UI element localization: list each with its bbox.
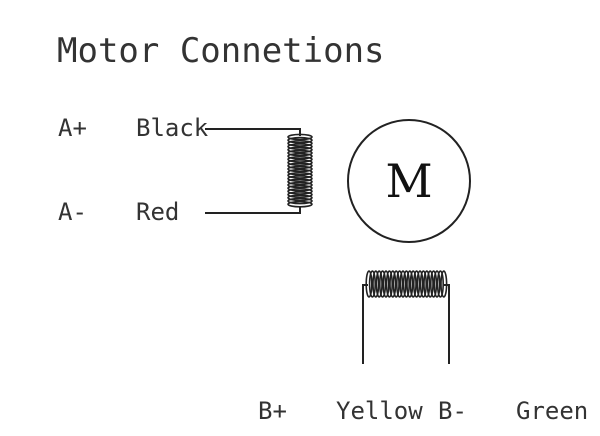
coil-a-turn	[287, 200, 313, 208]
coil-b-turn	[379, 270, 387, 298]
wire-red-label: Red	[136, 198, 179, 226]
terminal-a-minus-label: A-	[58, 198, 87, 226]
wire-b-plus	[362, 284, 368, 364]
coil-b-turn	[413, 270, 421, 298]
coil-a-turn	[287, 191, 313, 198]
coil-a-turn	[287, 149, 313, 157]
coil-b-turn	[406, 270, 414, 298]
wire-yellow-label: Yellow	[336, 397, 423, 425]
coil-b-turn	[375, 270, 383, 298]
coil-a-winding	[287, 133, 313, 208]
coil-a-turn	[287, 178, 313, 186]
coil-a-turn	[287, 194, 313, 202]
coil-b-turn	[385, 270, 394, 298]
coil-b-wires	[362, 284, 450, 364]
terminal-a-plus-label: A+	[58, 114, 87, 142]
coil-b-turn	[402, 270, 411, 298]
coil-a-turn	[287, 162, 313, 170]
coil-a-turn	[287, 146, 313, 154]
coil-a-turn	[287, 133, 313, 141]
coil-b-turn	[430, 270, 438, 298]
coil-b-turn	[392, 270, 400, 298]
coil-b-turn	[382, 270, 390, 298]
coil-b-winding	[365, 270, 448, 298]
coil-a-turn	[287, 171, 313, 179]
coil-b-turn	[372, 270, 380, 298]
coil-a-turn	[287, 136, 313, 144]
coil-a-turn	[287, 155, 313, 163]
coil-b-turn	[423, 270, 431, 298]
coil-a-turn	[287, 152, 313, 160]
coil-a-turn	[287, 165, 313, 173]
wire-a-minus	[205, 206, 301, 214]
motor-letter: M	[385, 154, 432, 208]
coil-a-turn	[287, 181, 313, 189]
coil-b-turn	[419, 270, 428, 298]
coil-b-turn	[409, 270, 417, 298]
coil-a-turn	[287, 143, 313, 150]
terminal-b-plus-label: B+	[258, 397, 287, 425]
coil-b-turn	[368, 270, 377, 298]
page-title: Motor Connetions	[57, 31, 385, 71]
terminal-b-minus-label: B-	[438, 397, 467, 425]
coil-b-turn	[426, 270, 434, 298]
coil-b-turn	[436, 270, 445, 298]
wire-black-label: Black	[136, 114, 209, 142]
coil-a-turn	[287, 168, 313, 176]
wire-a-plus	[205, 128, 301, 136]
coil-b-turn	[396, 270, 404, 298]
wire-b-minus	[444, 284, 450, 364]
coil-a-turn	[287, 139, 313, 147]
coil-b-turn	[399, 270, 407, 298]
coil-a-turn	[287, 187, 313, 195]
motor-circle	[347, 119, 471, 243]
coil-a-turn	[287, 184, 313, 192]
coil-a-turn	[287, 197, 313, 205]
wire-green-label: Green	[516, 397, 588, 425]
coil-a-turn	[287, 175, 313, 182]
coil-b-turn	[416, 270, 424, 298]
coil-a-wires	[205, 128, 301, 214]
coil-a-turn	[287, 159, 313, 166]
coil-b-turn	[433, 270, 441, 298]
coil-b-turn	[389, 270, 397, 298]
